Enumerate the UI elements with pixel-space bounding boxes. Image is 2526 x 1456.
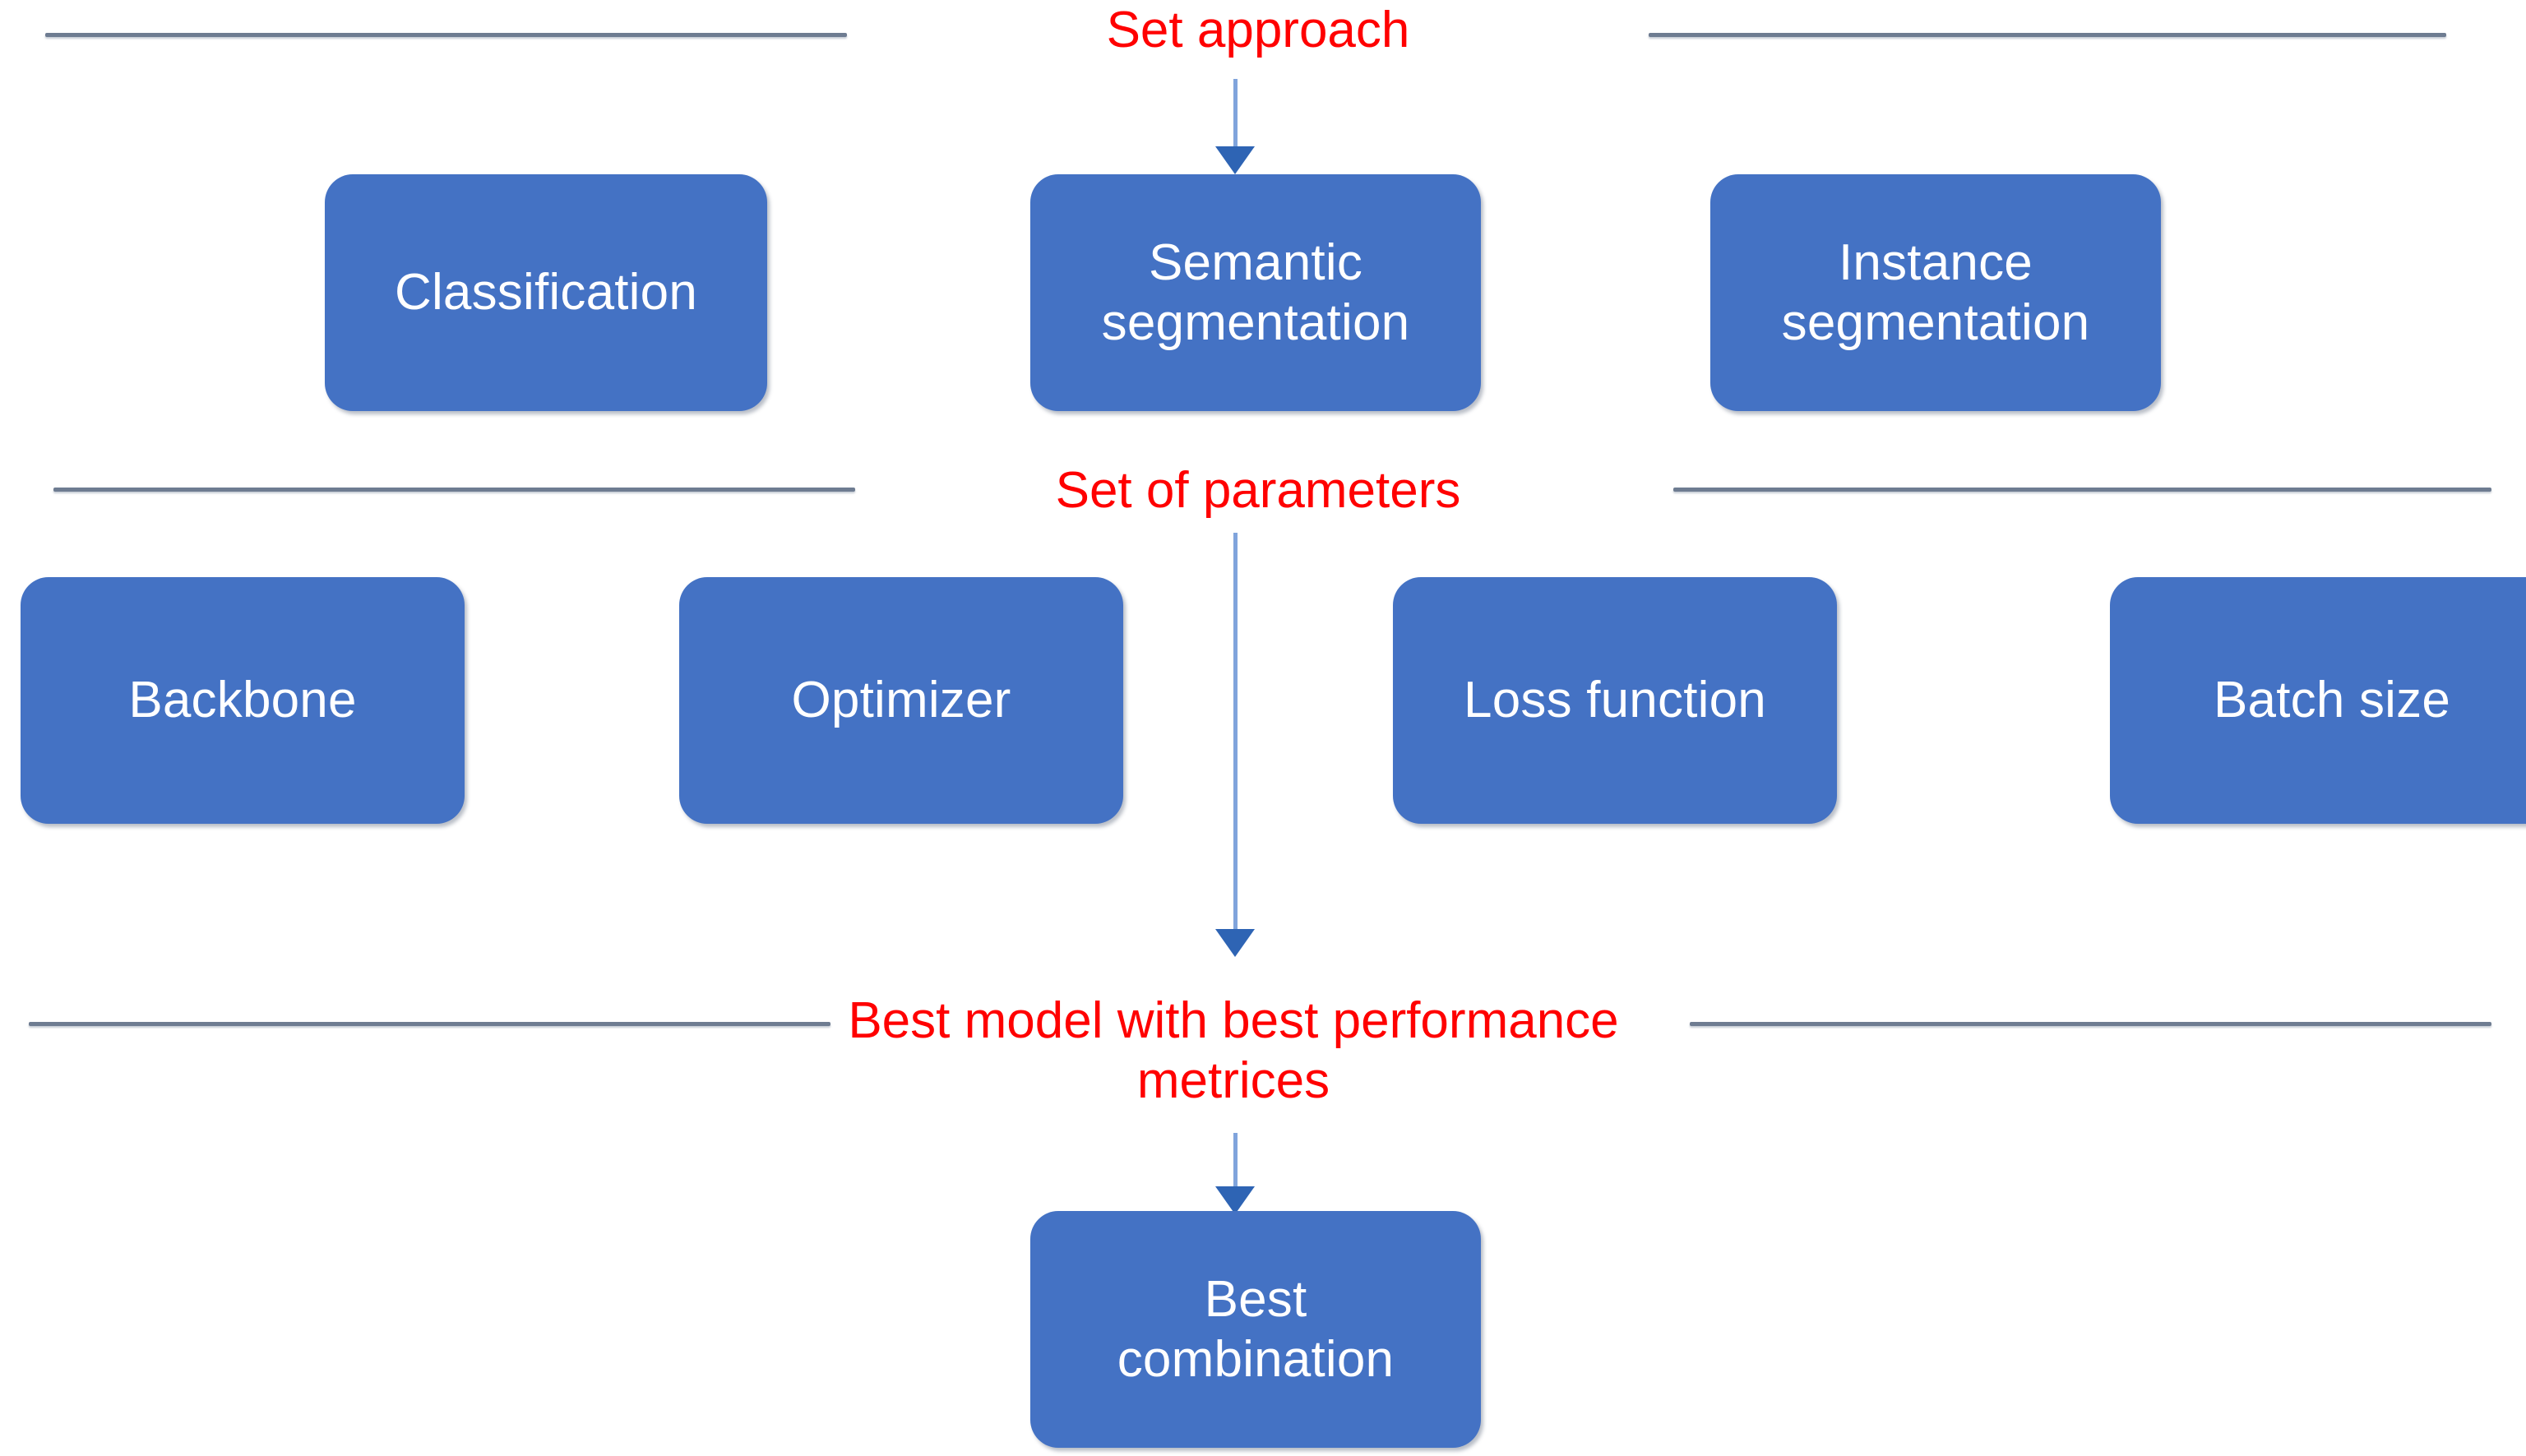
approach-node-classification[interactable]: Classification [325, 174, 767, 411]
parameter-node-loss-function[interactable]: Loss function [1393, 577, 1837, 824]
parameter-node-optimizer-label: Optimizer [791, 672, 1011, 729]
result-node-best-combination[interactable]: Best combination [1030, 1211, 1481, 1448]
result-node-best-combination-label: Best combination [1117, 1270, 1395, 1388]
divider-rule-best-model-right [1690, 1022, 2491, 1026]
divider-rule-top-right [1649, 33, 2446, 37]
approach-node-instance-segmentation[interactable]: Instance segmentation [1710, 174, 2161, 411]
parameter-node-batch-size-label: Batch size [2213, 672, 2451, 729]
parameter-node-loss-function-label: Loss function [1464, 672, 1766, 729]
arrow-head-parameters-to-best-model [1215, 929, 1255, 957]
arrow-shaft-approach-to-semantic [1233, 79, 1238, 169]
caption-set-approach: Set approach [1106, 2, 1410, 58]
arrow-head-best-model-to-combination [1215, 1186, 1255, 1214]
parameter-node-optimizer[interactable]: Optimizer [679, 577, 1123, 824]
parameter-node-backbone[interactable]: Backbone [21, 577, 465, 824]
divider-rule-best-model-left [29, 1022, 830, 1026]
parameter-node-batch-size[interactable]: Batch size [2110, 577, 2526, 824]
divider-rule-top-left [45, 33, 847, 37]
approach-node-classification-label: Classification [394, 264, 698, 321]
caption-best-model: Best model with best performance metrice… [848, 992, 1619, 1110]
divider-rule-params-right [1673, 488, 2491, 492]
arrow-shaft-best-model-to-combination [1233, 1133, 1238, 1209]
approach-node-semantic-segmentation[interactable]: Semantic segmentation [1030, 174, 1481, 411]
parameter-node-backbone-label: Backbone [128, 672, 357, 729]
divider-rule-params-left [53, 488, 855, 492]
arrow-head-approach-to-semantic [1215, 146, 1255, 174]
approach-node-semantic-segmentation-label: Semantic segmentation [1101, 233, 1410, 351]
approach-node-instance-segmentation-label: Instance segmentation [1781, 233, 2090, 351]
caption-set-of-parameters: Set of parameters [1055, 462, 1461, 519]
arrow-shaft-parameters-to-best-model [1233, 533, 1238, 936]
